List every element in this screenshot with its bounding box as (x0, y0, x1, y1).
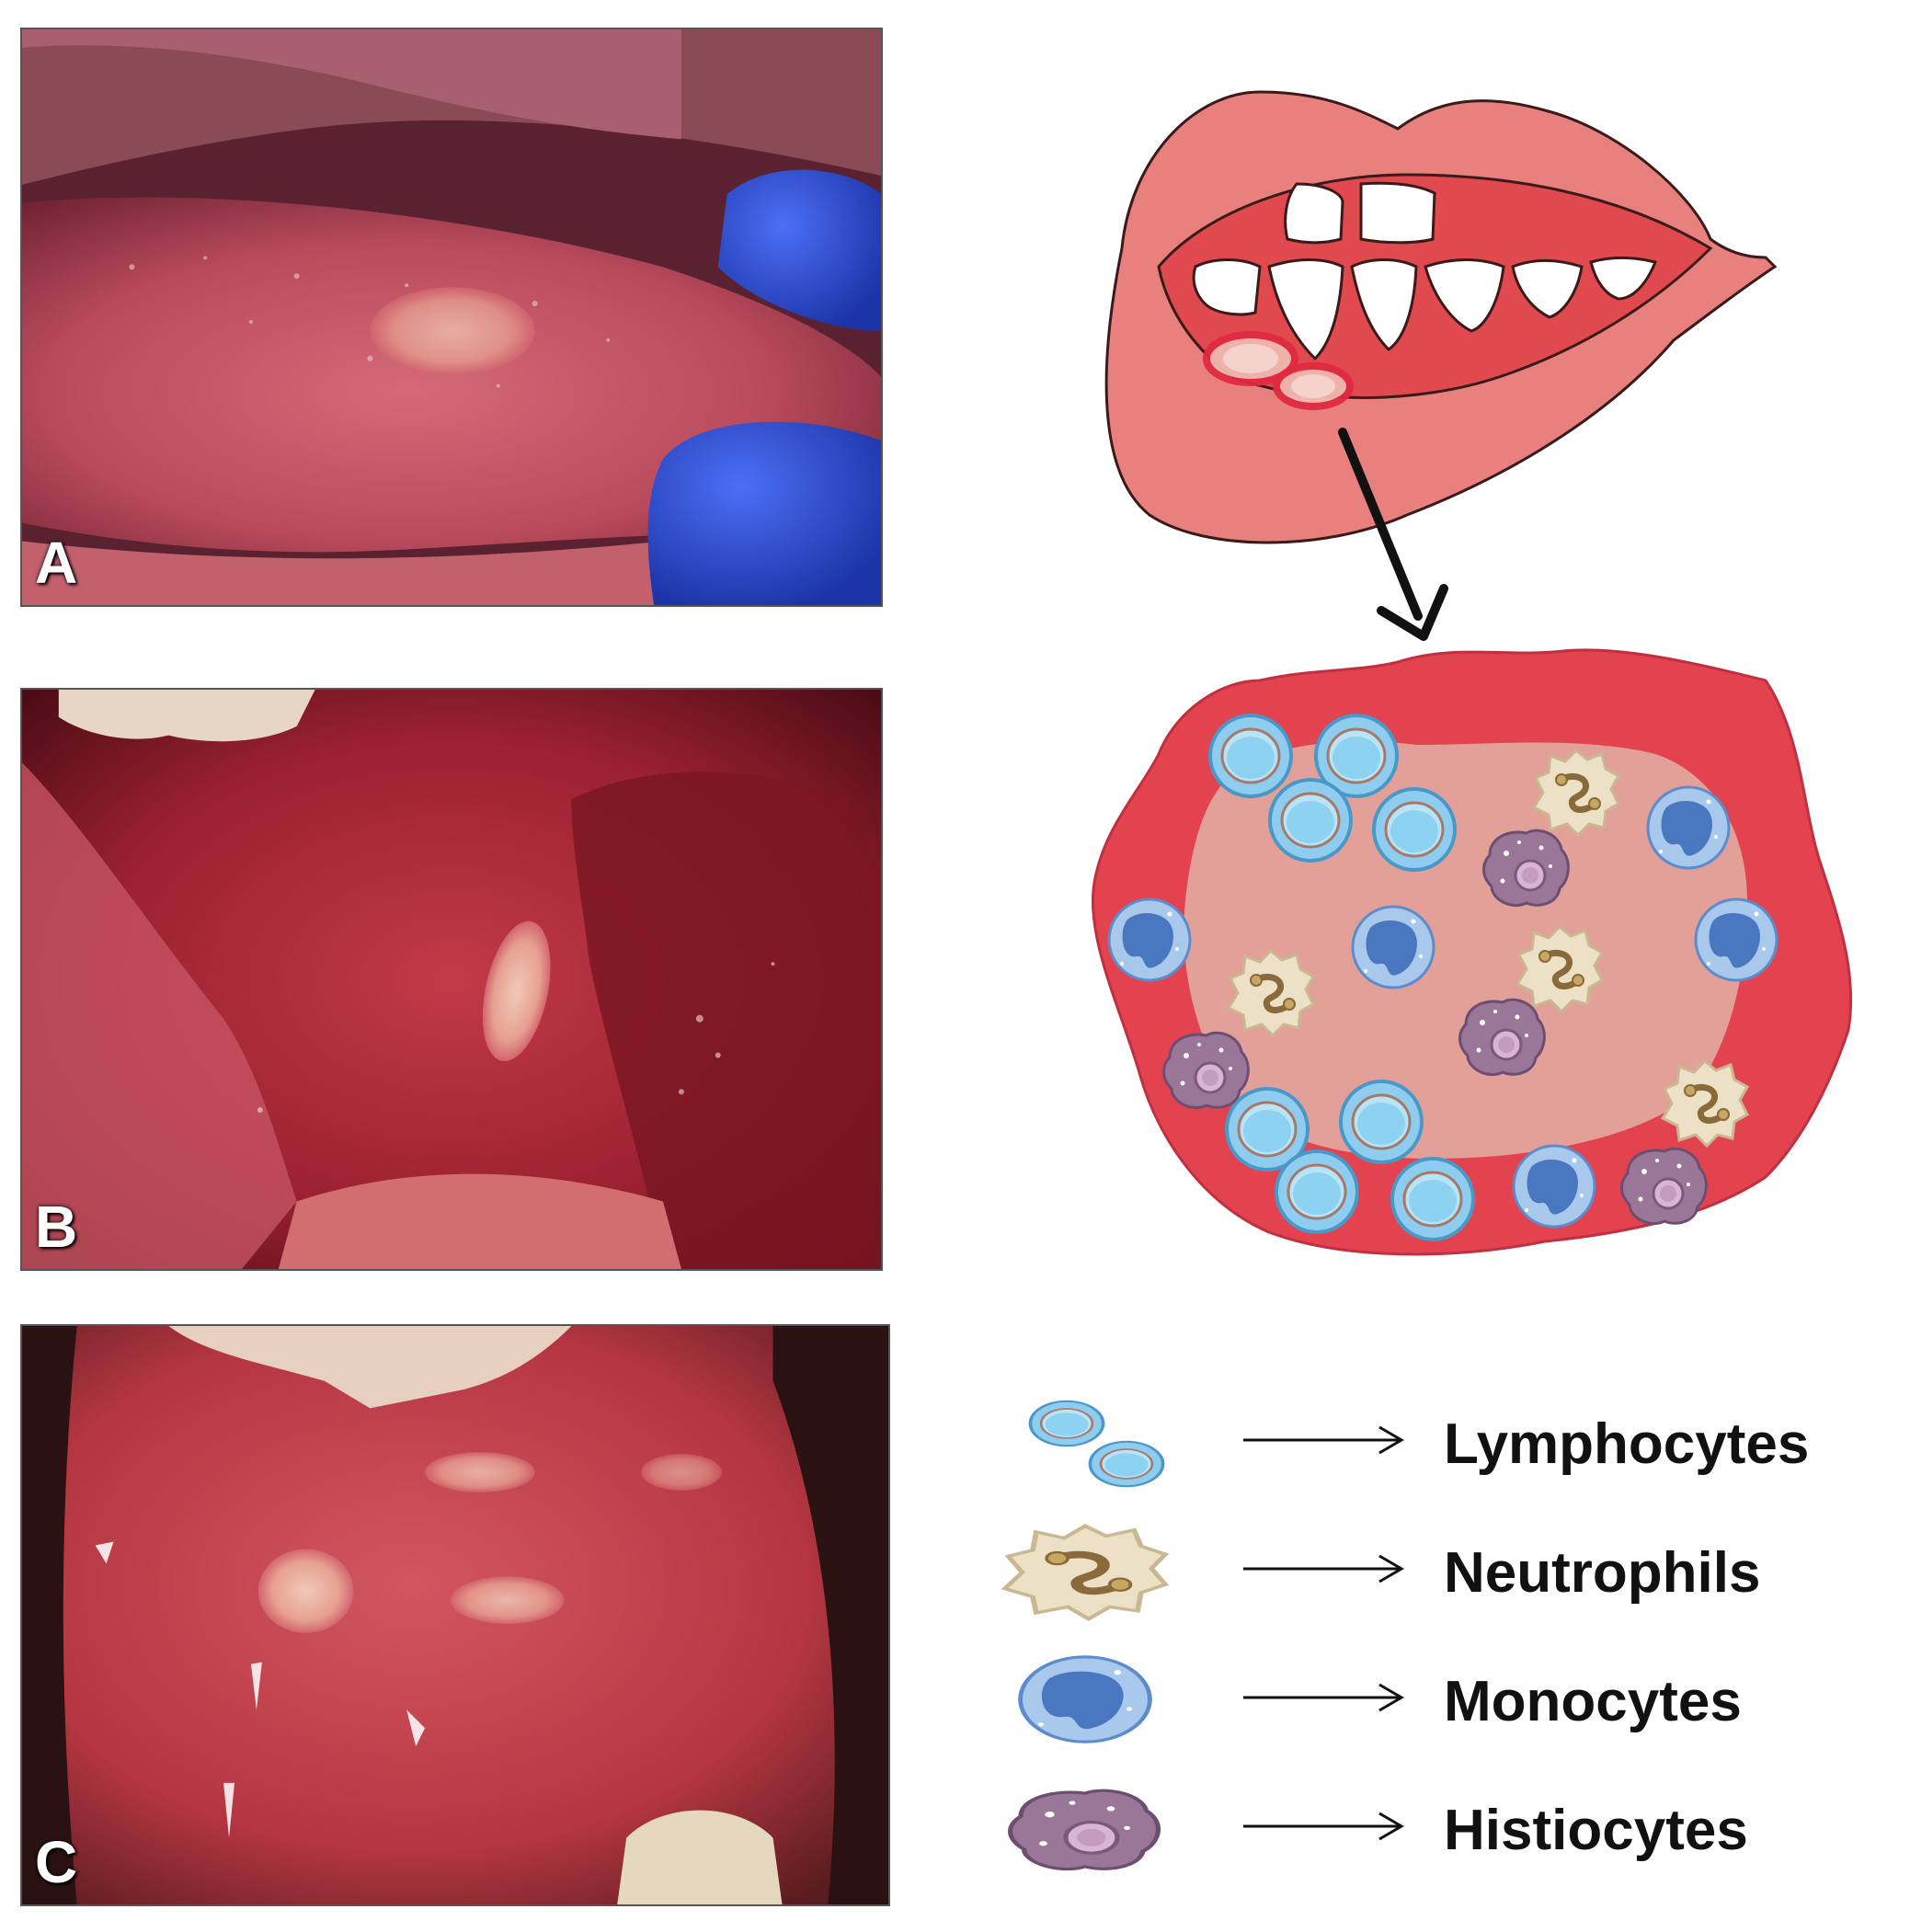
legend-item-lymphocytes: Lymphocytes (993, 1389, 1904, 1499)
lesion-cross-section (1092, 648, 1853, 1256)
lesion-schematic (1067, 37, 1894, 1343)
legend-item-neutrophils: Neutrophils (993, 1517, 1904, 1628)
panel-label-b: B (35, 1194, 78, 1260)
right-arrow-icon (1243, 1683, 1404, 1712)
lymphocyte-icon (1028, 1400, 1165, 1488)
monocyte-icon (993, 1646, 1177, 1756)
legend-item-monocytes: Monocytes (993, 1646, 1904, 1756)
magnification-arrow (1338, 428, 1448, 641)
panel-label-a: A (35, 530, 78, 596)
legend-label: Monocytes (1444, 1670, 1742, 1733)
clinical-photo-panel-b: B (20, 688, 883, 1271)
histiocyte-icon (993, 1775, 1177, 1885)
legend-label: Histiocytes (1444, 1799, 1748, 1862)
panel-label-c: C (35, 1829, 78, 1895)
right-arrow-icon (1243, 1812, 1404, 1841)
clinical-photo-panel-a: A (20, 28, 883, 607)
legend-item-histiocytes: Histiocytes (993, 1775, 1904, 1885)
right-arrow-icon (1243, 1554, 1404, 1583)
lips-illustration (1104, 90, 1778, 544)
clinical-photo-panel-c: C (20, 1324, 890, 1906)
right-arrow-icon (1243, 1425, 1404, 1455)
lip-ulcer-lesions (1203, 331, 1354, 410)
legend-label: Neutrophils (1444, 1541, 1761, 1605)
neutrophil-icon (993, 1517, 1177, 1628)
legend-label: Lymphocytes (1444, 1412, 1810, 1476)
